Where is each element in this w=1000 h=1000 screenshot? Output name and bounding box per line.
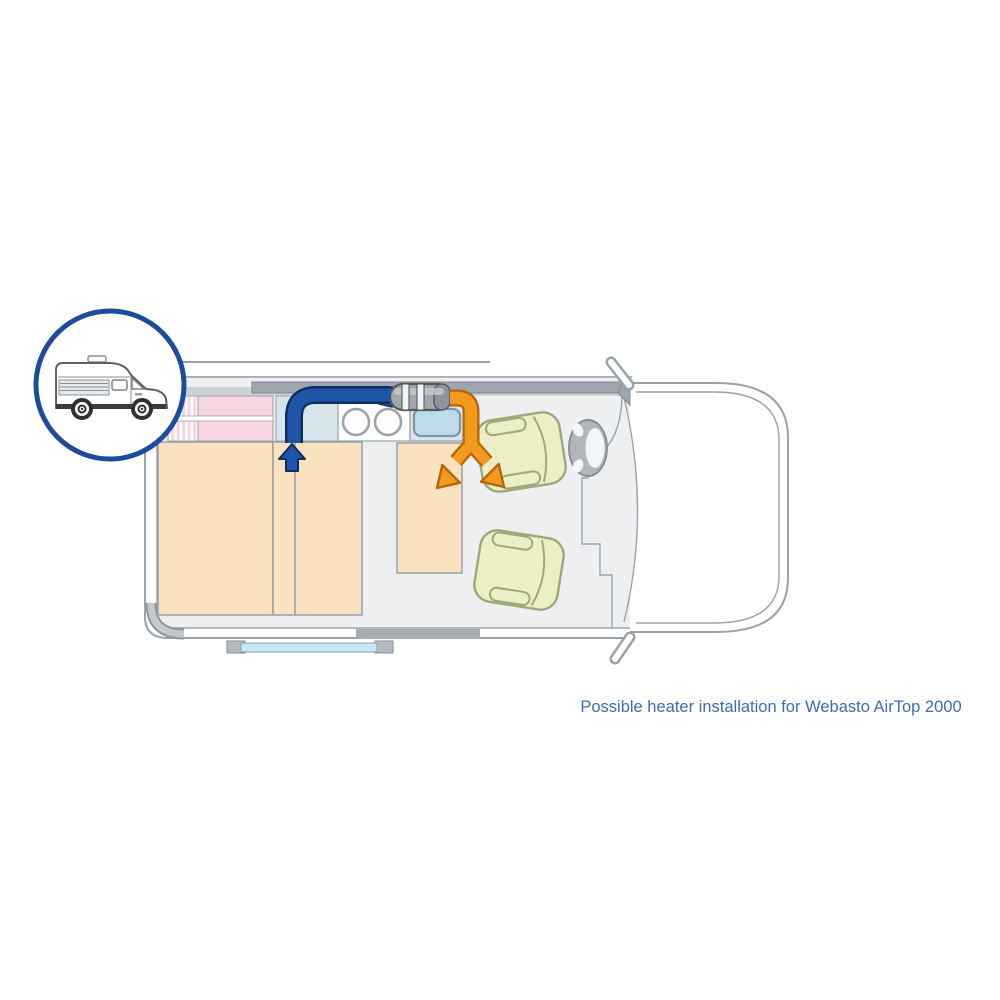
rear-bed: [157, 441, 363, 616]
air-intake-arrow-up-icon: [278, 443, 306, 472]
door-opening-band: [356, 629, 480, 639]
intake-duct-blue: [285, 386, 390, 443]
bed-panel: [294, 441, 363, 616]
wheel-icon: [71, 398, 93, 420]
stove-burner: [373, 407, 403, 437]
side-mirror-icon: [609, 631, 636, 665]
warm-air-arrow-down-right-icon: [479, 462, 506, 489]
windshield: [610, 388, 639, 623]
wheel-icon: [131, 398, 153, 420]
sliding-door: [226, 640, 394, 654]
hood-outline: [630, 382, 789, 633]
table: [396, 442, 463, 574]
passenger-seat: [473, 529, 565, 611]
side-mirror-icon: [605, 356, 635, 391]
warm-air-arrow-down-left-icon: [435, 463, 462, 490]
vehicle-inset: [33, 308, 187, 462]
corner-bumper: [145, 602, 185, 640]
stove-burner: [341, 407, 371, 437]
campervan-side-icon: [55, 355, 168, 420]
wardrobe-cabinet: [167, 395, 274, 442]
warm-air-duct-orange: [435, 389, 506, 490]
caption: Possible heater installation for Webasto…: [580, 698, 962, 716]
steering-wheel: [568, 419, 608, 477]
